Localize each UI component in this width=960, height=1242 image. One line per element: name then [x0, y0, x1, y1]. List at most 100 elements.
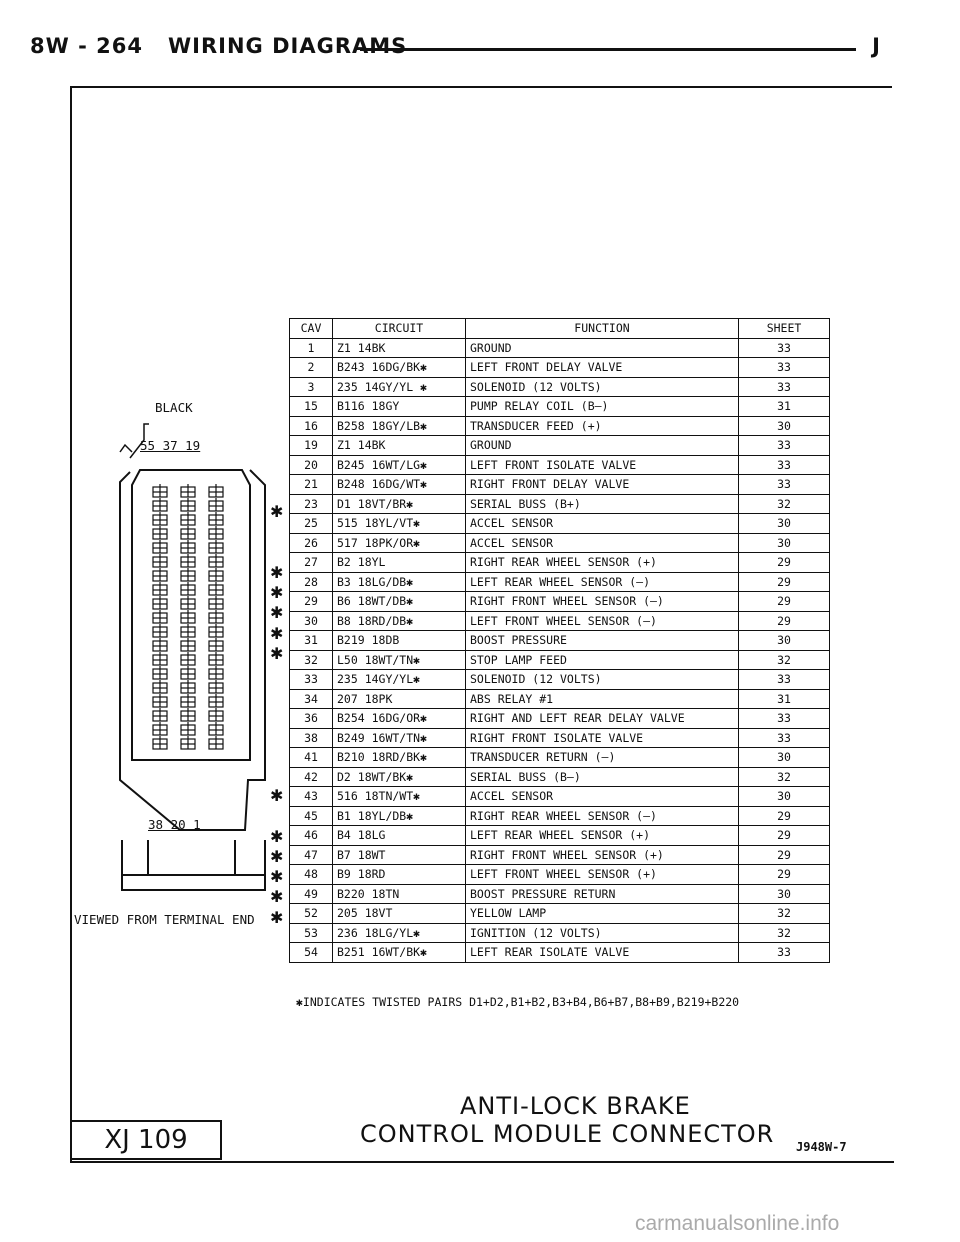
cell-cav: 25 [289, 513, 333, 534]
connector-cavity-icon [152, 722, 168, 736]
cell-sheet: 29 [738, 825, 830, 846]
connector-color-label: BLACK [155, 400, 193, 415]
connector-cavity-icon [152, 694, 168, 708]
connector-cavity-icon [152, 736, 168, 750]
connector-cavity-icon [152, 624, 168, 638]
cell-cav: 41 [289, 747, 333, 768]
cell-sheet: 29 [738, 571, 830, 592]
cell-function: ACCEL SENSOR [465, 532, 739, 553]
cell-function: RIGHT REAR WHEEL SENSOR (—) [465, 805, 739, 826]
cell-cav: 46 [289, 825, 333, 846]
connector-cavity-icon [152, 484, 168, 498]
connector-cavity-icon [152, 652, 168, 666]
connector-cavity-icon [208, 554, 224, 568]
cell-circuit: D1 18VT/BR✱ [332, 493, 466, 514]
connector-cavity-icon [152, 610, 168, 624]
connector-top-cavity-numbers: 55 37 19 [140, 438, 201, 453]
connector-cavity-icon [180, 582, 196, 596]
connector-bottom-cavity-numbers: 38 20 1 [148, 817, 201, 832]
connector-cavity-icon [152, 498, 168, 512]
cell-sheet: 29 [738, 844, 830, 865]
connector-cavity-icon [208, 498, 224, 512]
header-letter: J [872, 34, 880, 58]
connector-cavity-icon [180, 708, 196, 722]
cell-cav: 31 [289, 630, 333, 651]
cell-circuit: 517 18PK/OR✱ [332, 532, 466, 553]
cell-cav: 30 [289, 610, 333, 631]
connector-cavity-icon [208, 526, 224, 540]
cell-function: RIGHT FRONT DELAY VALVE [465, 474, 739, 495]
cell-circuit: 515 18YL/VT✱ [332, 513, 466, 534]
cell-function: RIGHT FRONT ISOLATE VALVE [465, 727, 739, 748]
cell-function: STOP LAMP FEED [465, 649, 739, 670]
cell-sheet: 31 [738, 688, 830, 709]
cell-cav: 27 [289, 552, 333, 573]
page-number: 8W - 264 [30, 34, 143, 58]
cell-cav: 21 [289, 474, 333, 495]
cell-sheet: 33 [738, 357, 830, 378]
cell-cav: 16 [289, 415, 333, 436]
connector-cavity-icon [180, 666, 196, 680]
connector-cavity-icon [180, 610, 196, 624]
cell-function: SERIAL BUSS (B—) [465, 766, 739, 787]
connector-cavity-icon [180, 554, 196, 568]
diagram-title-line2: CONTROL MODULE CONNECTOR [360, 1120, 775, 1148]
cell-sheet: 30 [738, 532, 830, 553]
cell-cav: 36 [289, 708, 333, 729]
cell-cav: 2 [289, 357, 333, 378]
model-page-box: XJ 109 [70, 1120, 222, 1160]
cell-function: LEFT REAR WHEEL SENSOR (—) [465, 571, 739, 592]
cell-function: SOLENOID (12 VOLTS) [465, 669, 739, 690]
twisted-pair-star-icon: ✱ [270, 785, 284, 805]
connector-housing [119, 469, 266, 891]
cell-sheet: 32 [738, 766, 830, 787]
cell-cav: 34 [289, 688, 333, 709]
connector-cavity-icon [152, 596, 168, 610]
connector-callout [119, 423, 149, 459]
twisted-pair-star-icon: ✱ [270, 907, 284, 927]
cell-cav: 38 [289, 727, 333, 748]
connector-cavity-grid [152, 484, 224, 750]
cell-sheet: 32 [738, 649, 830, 670]
cell-sheet: 29 [738, 552, 830, 573]
cell-circuit: B243 16DG/BK✱ [332, 357, 466, 378]
cell-function: RIGHT FRONT WHEEL SENSOR (—) [465, 591, 739, 612]
cell-circuit: 207 18PK [332, 688, 466, 709]
cell-sheet: 31 [738, 396, 830, 417]
connector-cavity-icon [180, 484, 196, 498]
cell-circuit: 236 18LG/YL✱ [332, 922, 466, 943]
cell-circuit: B220 18TN [332, 883, 466, 904]
twisted-pair-star-icon: ✱ [270, 826, 284, 846]
cell-sheet: 30 [738, 747, 830, 768]
cell-function: LEFT FRONT WHEEL SENSOR (—) [465, 610, 739, 631]
page-header: 8W - 264 WIRING DIAGRAMS J [30, 28, 880, 60]
cell-function: YELLOW LAMP [465, 903, 739, 924]
cell-circuit: B210 18RD/BK✱ [332, 747, 466, 768]
table-header-row: CAV CIRCUIT FUNCTION SHEET [289, 318, 830, 339]
cell-sheet: 32 [738, 922, 830, 943]
connector-cavity-icon [152, 512, 168, 526]
connector-cavity-icon [180, 596, 196, 610]
cell-sheet: 33 [738, 669, 830, 690]
connector-cavity-icon [208, 540, 224, 554]
cell-circuit: Z1 14BK [332, 435, 466, 456]
cell-function: ACCEL SENSOR [465, 513, 739, 534]
cell-function: RIGHT FRONT WHEEL SENSOR (+) [465, 844, 739, 865]
header-rule [360, 48, 856, 51]
cell-sheet: 32 [738, 903, 830, 924]
